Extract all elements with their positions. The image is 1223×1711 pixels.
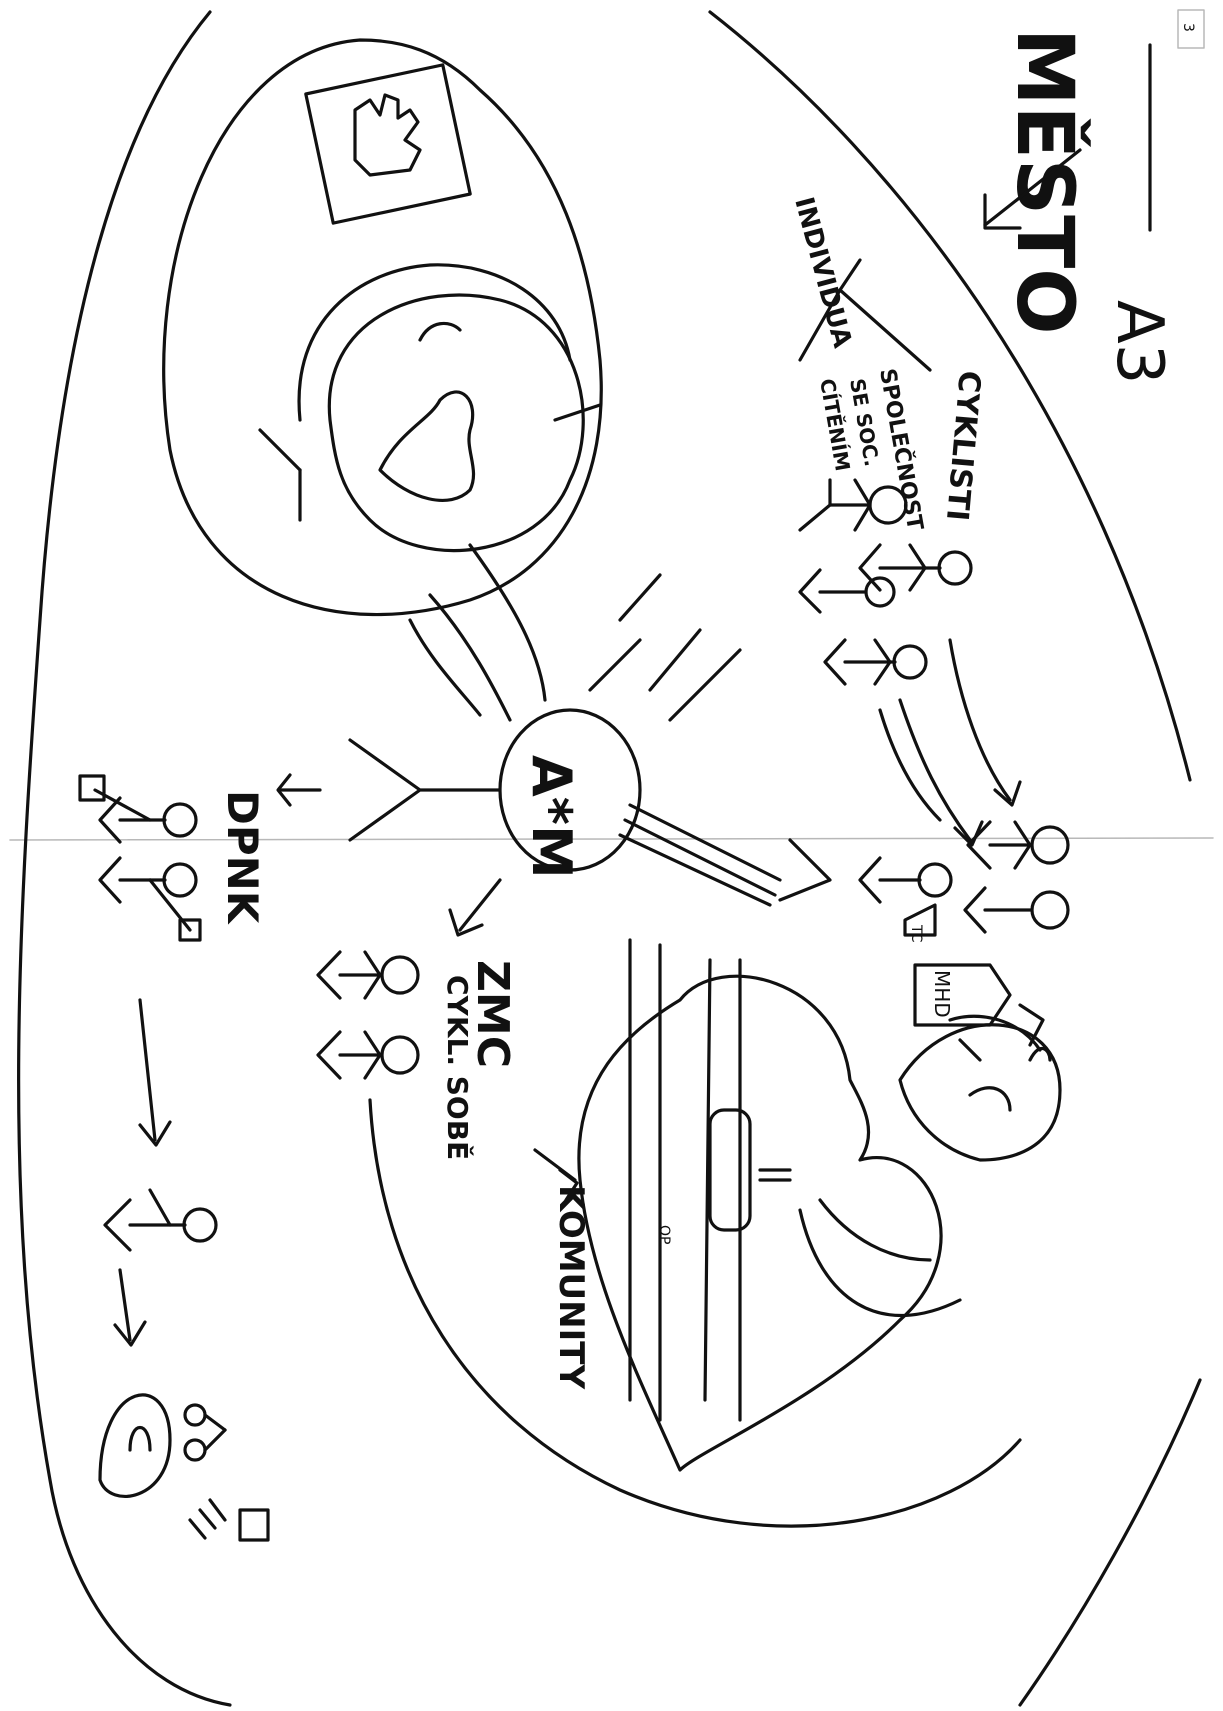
zmc-label: ZMC [467, 960, 518, 1068]
paper-fold-line [9, 837, 1214, 841]
hand-sign-icon [304, 63, 472, 225]
house-label: TC [908, 924, 924, 943]
corner-mark: 3 [1177, 9, 1205, 49]
brain-icon [258, 263, 602, 553]
arrow-icon [448, 878, 502, 937]
arrow-icon [533, 1148, 579, 1202]
sign-icon [188, 1498, 270, 1542]
hub-label: A*M [520, 755, 583, 879]
stick-figure-icon [316, 1030, 420, 1080]
corner-mark-text: 3 [1180, 23, 1196, 32]
stick-figure-icon [798, 478, 908, 532]
road-icon: OP [628, 938, 742, 1422]
stick-figure-icon [858, 856, 953, 904]
mhd-label: MHD [930, 970, 954, 1018]
stick-figure-icon [798, 568, 896, 614]
dpnk-label: DPNK [218, 790, 267, 925]
city-title-group: MĚSTO [999, 28, 1152, 335]
arrow-icon [588, 573, 742, 722]
arrow-icon [408, 543, 547, 722]
hub-node: A*M [498, 708, 642, 879]
stick-figure-icon [78, 774, 198, 844]
heart-icon [898, 1023, 1062, 1162]
sheet-size-label: A3 [1102, 300, 1176, 385]
stick-figure-icon [103, 1188, 218, 1252]
arrow-icon [983, 148, 1082, 230]
bus-icon [708, 1108, 792, 1232]
arrow-icon [898, 698, 984, 847]
city-boundary [17, 10, 232, 1707]
heart-stem [798, 1208, 962, 1318]
city-boundary-lower-right [1018, 1378, 1202, 1707]
idea-cloud [162, 38, 603, 617]
stick-figure-icon [858, 543, 973, 592]
stick-figure-icon [823, 638, 928, 686]
stick-figure-icon [316, 950, 420, 1000]
heart-icon [577, 974, 943, 1472]
stick-figure-icon [966, 820, 1070, 870]
arrow-icon [276, 773, 322, 807]
arrow-icon [113, 1268, 147, 1347]
community-arc [368, 1098, 1022, 1528]
individual-label: INDIVIDUA [788, 194, 857, 351]
sign-icon: MHD [913, 963, 1012, 1027]
hub-branch [348, 738, 502, 842]
heart-stem-2 [818, 1198, 932, 1262]
zmc-sublabel: CYKL. SOBĚ [441, 975, 475, 1160]
arrow-icon [948, 1003, 1045, 1052]
bicycle-icon [183, 1403, 227, 1462]
city-title: MĚSTO [999, 28, 1091, 335]
arrow-icon [618, 803, 832, 907]
arrow-icon [878, 708, 942, 822]
arrow-icon [138, 998, 172, 1147]
road-label: OP [656, 1225, 672, 1244]
branch-lines [798, 258, 932, 372]
finish-arch-icon [98, 1393, 172, 1498]
cyclist-label: CYKLISTI [939, 369, 987, 522]
stick-figure-icon [98, 856, 202, 942]
city-boundary-right [708, 10, 1192, 782]
arrow-icon [948, 638, 1022, 807]
house-icon: TC [903, 903, 937, 943]
stick-figure-icon [963, 886, 1070, 934]
